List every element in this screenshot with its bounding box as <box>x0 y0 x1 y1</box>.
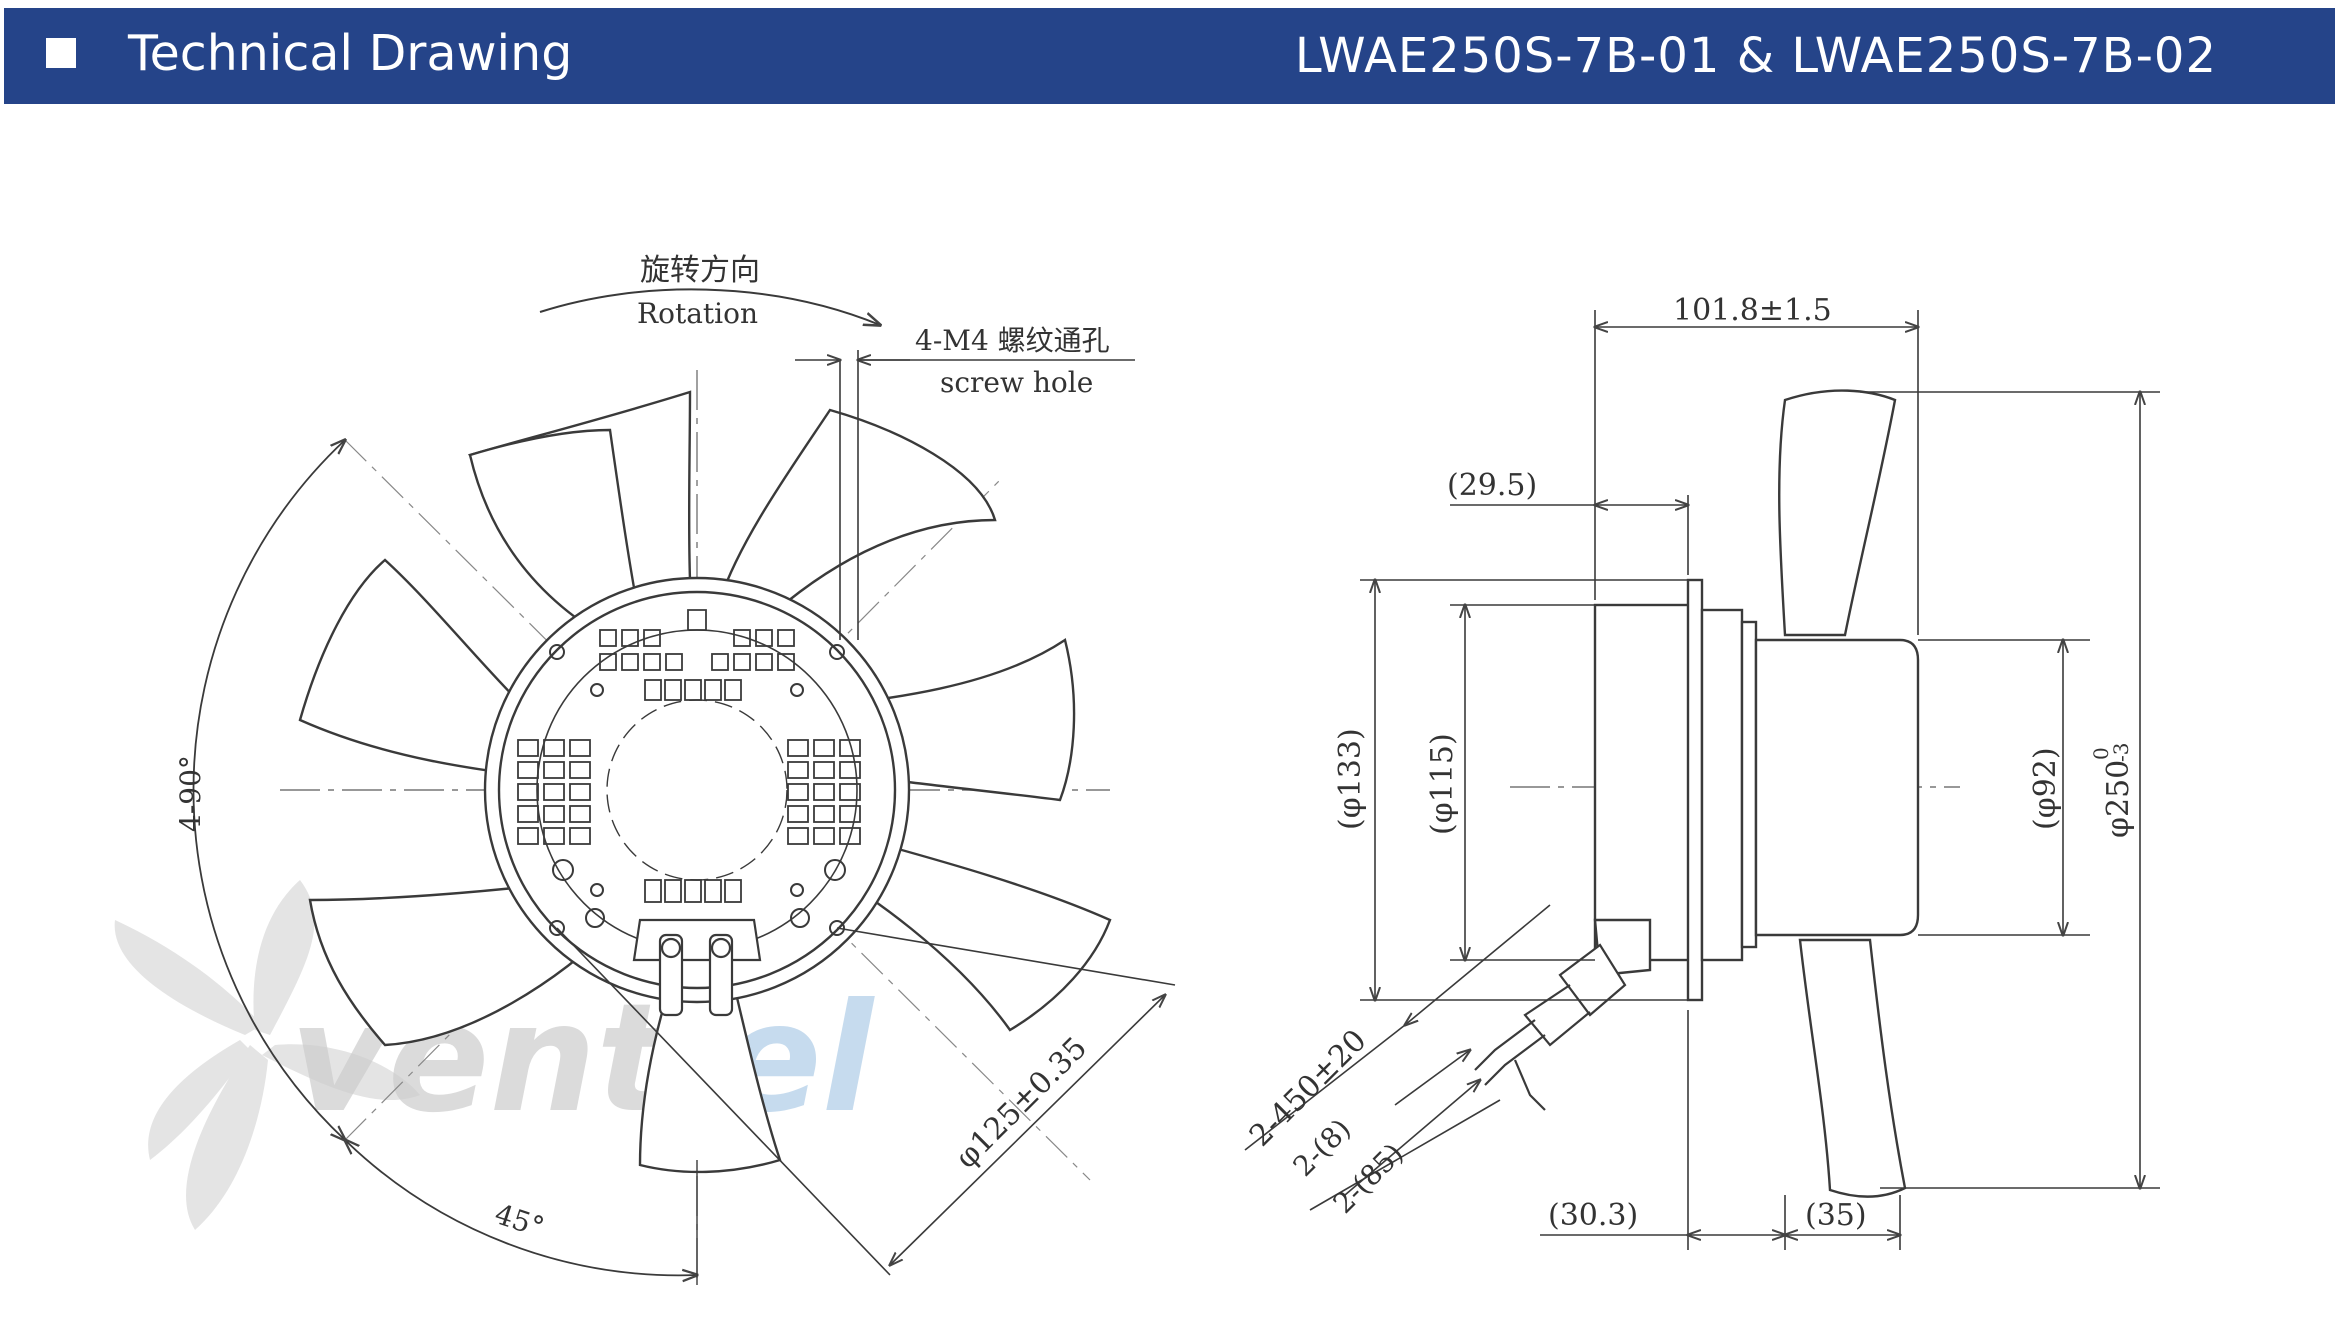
angle-arc-45 <box>345 1140 697 1275</box>
side-dimensions <box>1244 310 2160 1250</box>
dim-35-label: (35) <box>1805 1198 1867 1233</box>
rotation-label-cn: 旋转方向 <box>640 253 760 288</box>
tolerance-upper-label: 0 <box>2089 747 2113 760</box>
side-blade-bottom <box>1798 938 1907 1198</box>
watermark-fan-logo <box>114 880 420 1230</box>
rotor-hub <box>1754 638 1920 937</box>
overall-length-label: 101.8±1.5 <box>1673 293 1832 328</box>
diameter-115-label: (φ115) <box>1425 733 1460 835</box>
flange-offset-label: (29.5) <box>1447 468 1537 503</box>
screw-holes <box>549 644 846 936</box>
header-bar: Technical Drawing LWAE250S-7B-01 & LWAE2… <box>4 8 2335 104</box>
side-view <box>1244 310 2160 1250</box>
hole-circle-dimension <box>556 927 1176 1276</box>
angle-label-45: 45° <box>491 1197 548 1244</box>
diameter-133-label: (φ133) <box>1333 728 1368 830</box>
screw-hole-leader <box>795 350 1135 640</box>
angle-label-90: 4-90° <box>174 755 207 832</box>
dim-30-3-label: (30.3) <box>1548 1198 1638 1233</box>
diameter-92-label: (φ92) <box>2028 747 2063 830</box>
screw-hole-label-cn: 4-M4 螺纹通孔 <box>915 324 1110 357</box>
side-cable <box>1474 943 1627 1111</box>
rotation-arrow <box>539 288 880 325</box>
rotation-label-en: Rotation <box>637 297 758 330</box>
square-bullet-icon <box>46 38 76 68</box>
hub-outer <box>483 576 911 1004</box>
cable-exit <box>632 918 762 1017</box>
motor-step <box>1700 608 1744 962</box>
side-blade-top <box>1778 389 1897 637</box>
front-view <box>192 288 1176 1285</box>
motor-body <box>1593 603 1697 962</box>
screw-hole-label-en: screw hole <box>940 366 1093 399</box>
hub-vent-slots <box>517 609 861 903</box>
tolerance-lower-label: -3 <box>2109 743 2133 762</box>
angle-arc-90 <box>192 440 345 1140</box>
hole-circle-label: φ125±0.35 <box>949 1031 1094 1176</box>
page-title: Technical Drawing <box>128 25 573 82</box>
diameter-250-label: φ250 <box>2101 760 2136 838</box>
model-number: LWAE250S-7B-01 & LWAE250S-7B-02 <box>1294 28 2217 84</box>
motor-flange <box>1686 578 1704 1002</box>
fan-blades <box>298 390 1112 1174</box>
